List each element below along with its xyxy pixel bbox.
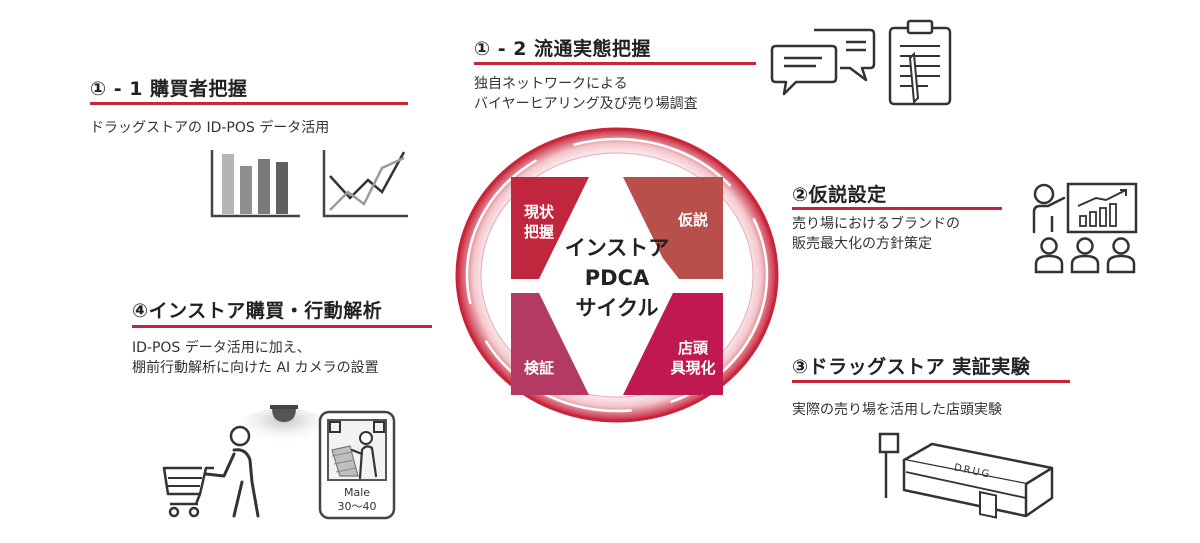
- quadrant-bottom-right-label-1: 店頭: [678, 339, 709, 357]
- quadrant-top-left-label-2: 把握: [524, 223, 554, 241]
- section-title-1-1: ① - 1 購買者把握: [90, 78, 248, 100]
- section-desc-1-2-line1: 独自ネットワークによる: [474, 76, 628, 92]
- section-underline-2: [792, 207, 1002, 210]
- ceiling-camera-icon: [238, 405, 330, 448]
- section-desc-1-2-line2: バイヤーヒアリング及び売り場調査: [474, 96, 698, 112]
- section-desc-1-1: ドラッグストアの ID-POS データ活用: [90, 120, 330, 136]
- camera-screen-age: 30～40: [338, 500, 377, 513]
- section-desc-2-line2: 販売最大化の方針策定: [792, 236, 932, 252]
- section-desc-4-line1: ID-POS データ活用に加え、: [132, 340, 311, 356]
- cycle-center-line-2: PDCA: [585, 266, 650, 290]
- section-underline-4: [132, 325, 432, 328]
- section-title-3: ③ドラッグストア 実証実験: [792, 356, 1031, 378]
- section-desc-2-line1: 売り場におけるブランドの: [792, 216, 960, 232]
- section-underline-3: [792, 380, 1070, 383]
- shopper-cart-icon: [162, 425, 260, 518]
- section-desc-4-line2: 棚前行動解析に向けた AI カメラの設置: [132, 360, 379, 376]
- section-desc-3: 実際の売り場を活用した店頭実験: [792, 402, 1002, 418]
- drugstore-icon: DRUG: [878, 432, 1054, 519]
- quadrant-bottom-right: [623, 293, 723, 395]
- line-chart-icon: [322, 150, 408, 218]
- section-title-2: ②仮説設定: [792, 184, 887, 206]
- section-underline-1-1: [90, 102, 408, 105]
- quadrant-top-left-label-1: 現状: [524, 203, 555, 221]
- cycle-center-line-1: インストア: [565, 236, 670, 260]
- audience-icon: [1034, 237, 1136, 274]
- quadrant-bottom-left: [511, 293, 589, 395]
- clipboard-icon: [888, 19, 952, 106]
- quadrant-top-left: [511, 177, 589, 279]
- bar-chart-icon: [210, 150, 300, 218]
- section-title-4: ④インストア購買・行動解析: [132, 300, 383, 322]
- camera-screen-icon: Male 30～40: [318, 410, 396, 520]
- quadrant-bottom-right-label-2: 具現化: [670, 359, 715, 377]
- presenter-icon: [1032, 182, 1138, 234]
- quadrant-top-right: [623, 177, 723, 279]
- section-underline-1-2: [474, 62, 756, 65]
- quadrant-top-right-label: 仮説: [677, 211, 708, 229]
- section-title-1-2: ① - 2 流通実態把握: [474, 38, 652, 60]
- speech-bubbles-icon: [770, 28, 876, 96]
- camera-screen-label: Male: [344, 486, 370, 499]
- quadrant-bottom-left-label: 検証: [524, 359, 554, 377]
- cycle-center-line-3: サイクル: [576, 296, 659, 320]
- pdca-cycle-diagram: 現状 把握 仮説 検証 店頭 具現化 インストア PDCA サイクル: [455, 127, 779, 423]
